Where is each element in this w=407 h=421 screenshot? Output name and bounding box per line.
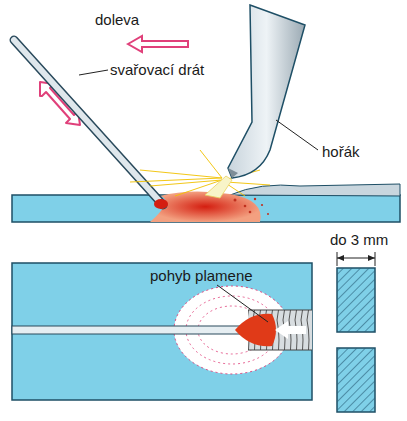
torch-label: hořák bbox=[322, 144, 360, 161]
dimension-label: do 3 mm bbox=[330, 232, 388, 249]
direction-label: doleva bbox=[95, 12, 139, 29]
flame-motion-label: pohyb plamene bbox=[150, 268, 253, 285]
wire-label: svařovací drát bbox=[110, 62, 204, 79]
